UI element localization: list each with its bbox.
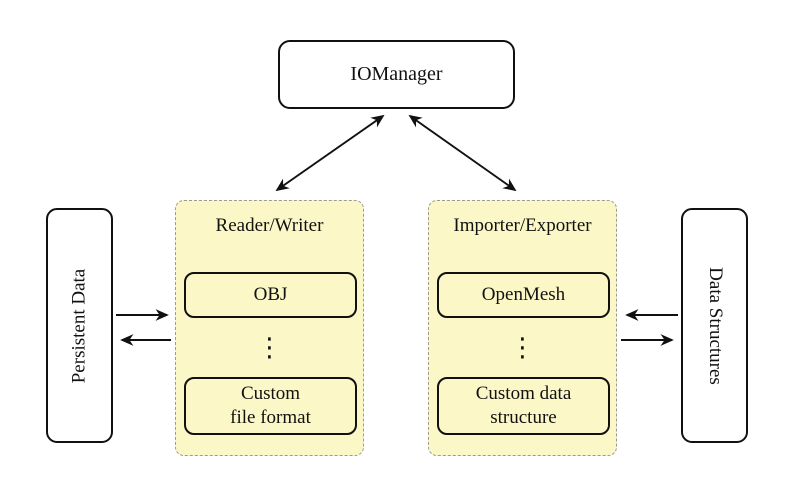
reader-writer-title: Reader/Writer — [215, 215, 324, 236]
reader-writer-panel: Reader/Writer OBJ ⋮ Custom file format — [175, 200, 364, 456]
data-structures-label: Data Structures — [704, 266, 726, 385]
data-structures-node: Data Structures — [681, 208, 748, 443]
obj-node: OBJ — [184, 272, 357, 318]
openmesh-node: OpenMesh — [437, 272, 610, 318]
obj-label: OBJ — [253, 283, 288, 305]
persistent-data-label: Persistent Data — [68, 268, 90, 383]
custom-file-format-node: Custom file format — [184, 377, 357, 435]
arrow-iomanager-importer-exporter — [408, 114, 517, 192]
importer-exporter-title: Importer/Exporter — [453, 215, 592, 236]
custom-data-structure-node: Custom data structure — [437, 377, 610, 435]
vertical-ellipsis-icon: ⋮ — [509, 333, 536, 363]
iomanager-node: IOManager — [278, 40, 515, 109]
custom-data-structure-label: Custom data structure — [475, 382, 572, 428]
iomanager-label: IOManager — [350, 63, 443, 85]
custom-file-format-label: Custom file format — [230, 382, 311, 428]
persistent-data-node: Persistent Data — [46, 208, 113, 443]
openmesh-label: OpenMesh — [481, 283, 566, 305]
arrow-iomanager-reader-writer — [275, 114, 385, 192]
importer-exporter-panel: Importer/Exporter OpenMesh ⋮ Custom data… — [428, 200, 617, 456]
vertical-ellipsis-icon: ⋮ — [256, 333, 283, 363]
